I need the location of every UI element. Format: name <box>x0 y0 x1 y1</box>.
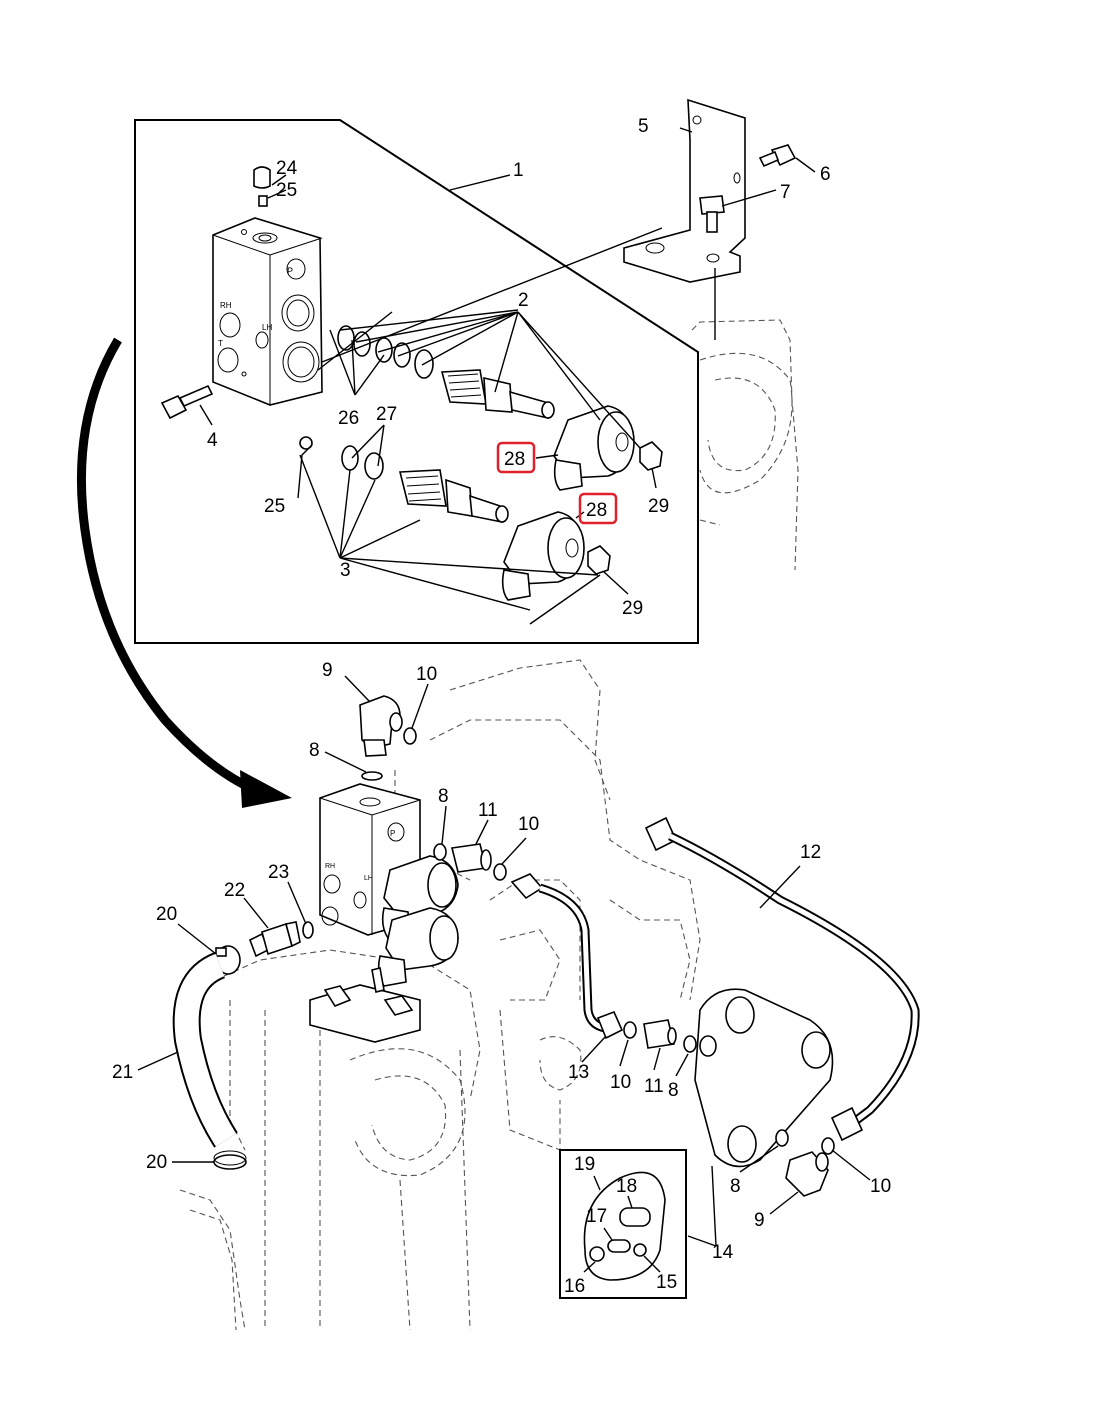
leader-lines-inset <box>199 127 816 625</box>
adapter-11-mid <box>451 843 492 873</box>
pipe-13 <box>510 873 624 1040</box>
callout-19: 19 <box>574 1154 595 1175</box>
hose-21 <box>172 951 238 1148</box>
callout-27: 27 <box>376 404 397 425</box>
bolt-4 <box>160 384 214 420</box>
callout-25-top: 25 <box>276 180 297 201</box>
highlight-28-lower <box>578 492 618 525</box>
seal-10-lower <box>623 1021 637 1039</box>
seal-8-top <box>361 771 383 781</box>
nut-29-lower <box>587 545 611 575</box>
seal-10-right <box>821 1137 835 1155</box>
callout-28-lower: 28 <box>586 500 607 521</box>
flange-detail <box>583 1171 666 1281</box>
callout-20-top: 20 <box>156 904 177 925</box>
seal-8-right <box>775 1129 789 1147</box>
leader-lines-lower <box>137 675 871 1273</box>
callout-16: 16 <box>564 1276 585 1297</box>
seal-8-lower <box>683 1035 697 1053</box>
highlight-28-upper <box>496 441 536 474</box>
seal-10-mid <box>493 863 507 881</box>
pipe-12 <box>644 816 920 1142</box>
callout-29-lower: 29 <box>622 598 643 619</box>
port-label-lh: LH <box>262 323 272 332</box>
callout-8-right: 8 <box>730 1176 741 1197</box>
callout-17: 17 <box>586 1206 607 1227</box>
adapter-11-lower <box>643 1019 677 1049</box>
solenoid-coil-28-upper <box>553 405 635 491</box>
port-label-t: T <box>218 339 223 348</box>
callout-11-lower: 11 <box>644 1076 664 1097</box>
callout-10-right: 10 <box>870 1176 891 1197</box>
callout-13: 13 <box>568 1062 589 1083</box>
callout-9-top: 9 <box>322 660 333 681</box>
callout-14: 14 <box>712 1242 734 1263</box>
callout-3: 3 <box>340 560 351 581</box>
callout-11-mid: 11 <box>478 800 498 821</box>
seal-rings-lower <box>299 436 384 480</box>
port-label-p: P <box>287 266 293 276</box>
mounting-plate <box>309 967 421 1043</box>
assembly-arrow <box>76 337 292 808</box>
port-label-p-lower: P <box>390 829 395 838</box>
detail-box-14 <box>559 1149 687 1299</box>
seal-8-mid <box>433 843 447 861</box>
callout-6: 6 <box>820 164 831 185</box>
seal-10-top <box>403 727 417 745</box>
hose-clamp-20-bottom <box>213 1150 247 1170</box>
callout-2: 2 <box>518 290 529 311</box>
fitting-22 <box>248 921 301 958</box>
callout-28-upper: 28 <box>504 449 525 470</box>
callout-10-top: 10 <box>416 664 437 685</box>
callout-8-lower: 8 <box>668 1080 679 1101</box>
callout-4: 4 <box>207 430 218 451</box>
elbow-fitting-9-top <box>359 695 403 757</box>
callout-23: 23 <box>268 862 289 883</box>
nut-29-upper <box>639 441 663 471</box>
port-label-rh: RH <box>220 301 232 310</box>
seal-rings-26-27 <box>337 325 434 379</box>
callout-18: 18 <box>616 1176 637 1197</box>
callout-25-bottom: 25 <box>264 496 285 517</box>
callout-9-right: 9 <box>754 1210 765 1231</box>
callout-8-top: 8 <box>309 740 320 761</box>
housing-ghost-lower <box>179 659 701 1331</box>
callout-8-mid: 8 <box>438 786 449 807</box>
solenoid-coil-28-lower <box>501 511 585 601</box>
callout-22: 22 <box>224 880 245 901</box>
bolt-6 <box>758 144 797 168</box>
callout-7: 7 <box>780 182 791 203</box>
callout-5: 5 <box>638 116 649 137</box>
coils-lower-block <box>377 855 459 987</box>
valve-block <box>212 217 323 406</box>
callout-numbers: 1 2 3 4 5 6 7 24 25 26 27 25 29 29 28 28… <box>112 116 891 1297</box>
flange-plate-14 <box>694 988 834 1168</box>
callout-10-mid: 10 <box>518 814 539 835</box>
inset-frame <box>134 119 699 644</box>
elbow-fitting-9-right <box>785 1151 829 1197</box>
callout-15: 15 <box>656 1272 677 1293</box>
seal-23 <box>302 921 314 939</box>
plug-24 <box>253 166 271 207</box>
callout-26: 26 <box>338 408 359 429</box>
cartridge-valve-2 <box>440 369 555 420</box>
callout-21: 21 <box>112 1062 133 1083</box>
housing-ghost-upper <box>691 319 799 571</box>
hose-clamp-20-top <box>215 945 241 975</box>
callout-1: 1 <box>513 160 524 181</box>
port-label-rh-lower: RH <box>325 863 335 870</box>
bolt-7 <box>699 195 725 233</box>
callout-29-upper: 29 <box>648 496 669 517</box>
cartridge-valve-3 <box>398 469 509 524</box>
port-label-lh-lower: LH <box>364 875 373 882</box>
callout-10-lower: 10 <box>610 1072 631 1093</box>
callout-20-bottom: 20 <box>146 1152 167 1173</box>
callout-12: 12 <box>800 842 821 863</box>
callout-24: 24 <box>276 158 298 179</box>
